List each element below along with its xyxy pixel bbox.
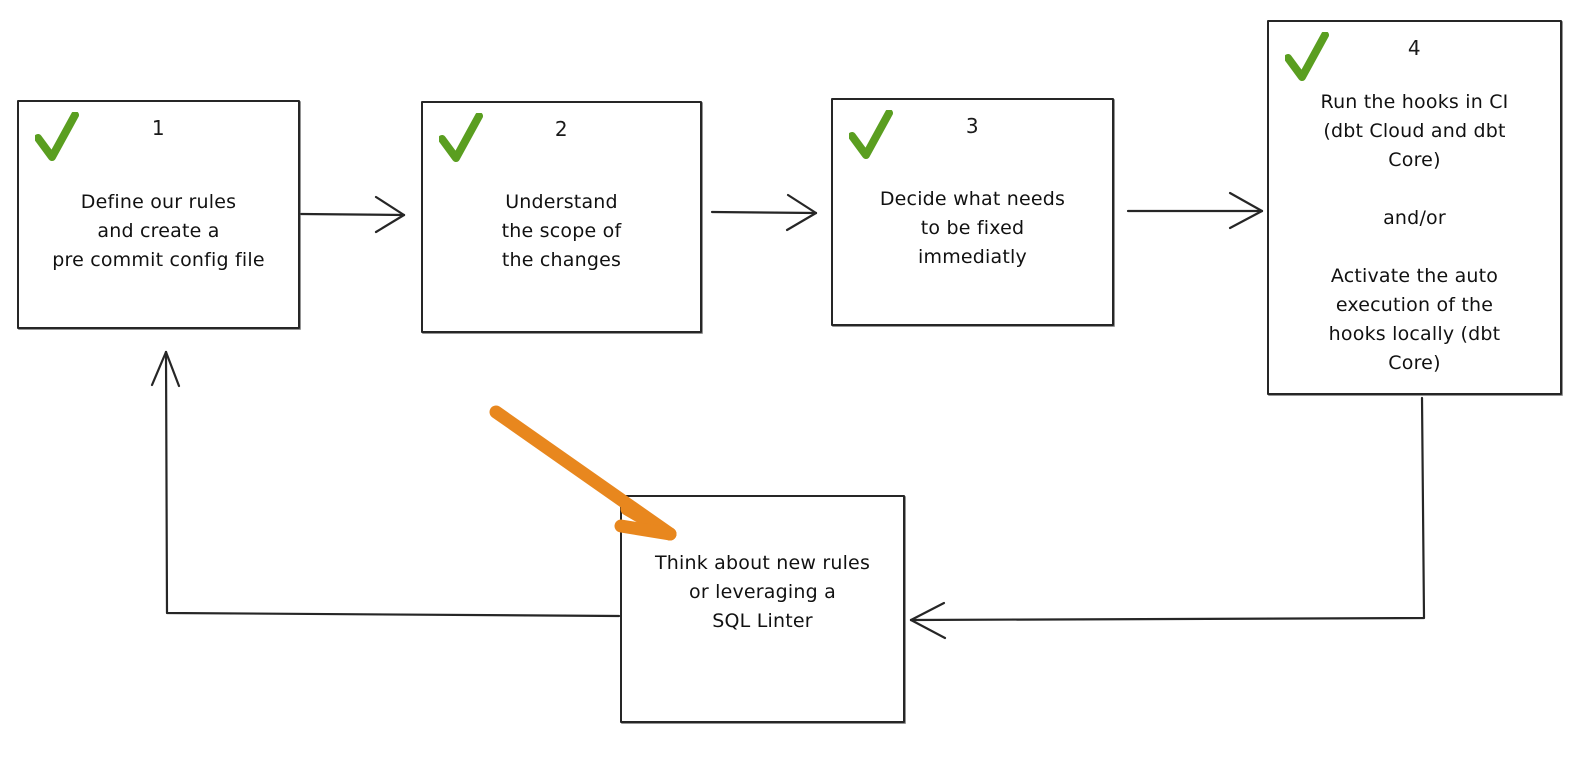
step-text-4: Run the hooks in CI (dbt Cloud and dbt C… [1320, 91, 1509, 374]
step-number-1: 1 [151, 116, 166, 140]
edge-step2-step3 [710, 193, 818, 232]
step-node-1[interactable]: 1 Define our rules and create a pre comm… [17, 100, 300, 329]
green-check-icon [439, 113, 483, 162]
edge-step3-step4 [1126, 191, 1264, 230]
edge-step4-loopbox [909, 396, 1426, 640]
green-check-icon [1285, 32, 1329, 81]
step-text-3: Decide what needs to be fixed immediatly [879, 188, 1066, 268]
edge-step1-step2 [299, 195, 406, 234]
step-number-2: 2 [554, 117, 569, 141]
step-number-4: 4 [1407, 36, 1422, 60]
step-text-2: Understand the scope of the changes [501, 191, 622, 271]
step-node-3[interactable]: 3 Decide what needs to be fixed immediat… [831, 98, 1114, 326]
edge-loopbox-step1 [150, 350, 621, 618]
step-node-loop[interactable]: Think about new rules or leveraging a SQ… [620, 495, 905, 723]
step-number-3: 3 [965, 114, 980, 138]
step-node-4[interactable]: 4 Run the hooks in CI (dbt Cloud and dbt… [1267, 20, 1562, 395]
step-node-2[interactable]: 2 Understand the scope of the changes [421, 101, 702, 333]
step-text-1: Define our rules and create a pre commit… [52, 191, 265, 271]
green-check-icon [849, 110, 893, 159]
step-text-loop: Think about new rules or leveraging a SQ… [654, 552, 871, 632]
green-check-icon [35, 112, 79, 161]
